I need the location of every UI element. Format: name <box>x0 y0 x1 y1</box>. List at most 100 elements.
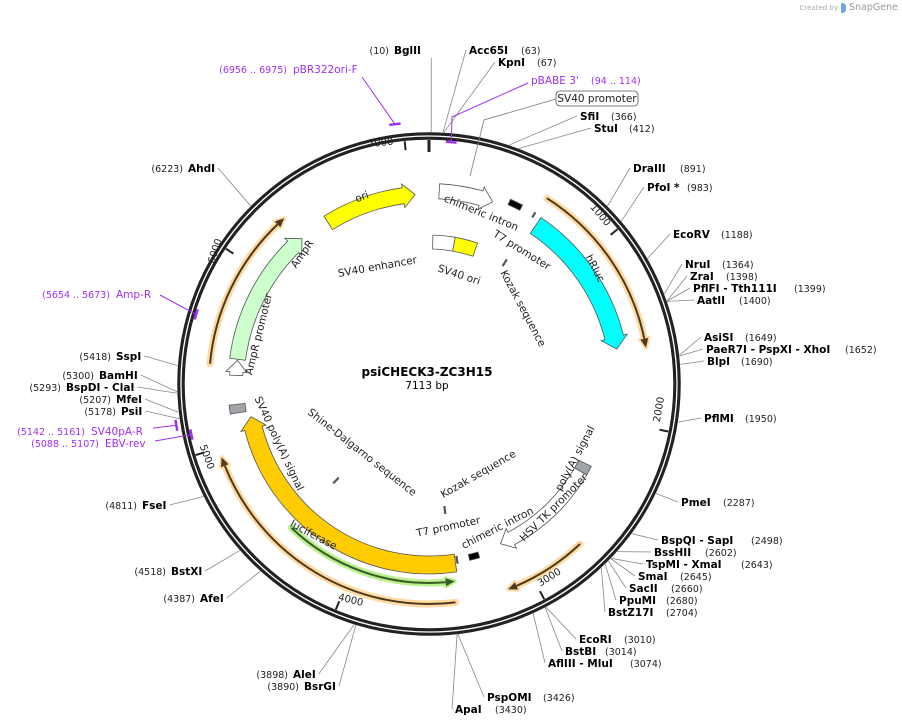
site-bstbi[interactable]: BstBI(3014) <box>544 607 637 658</box>
site-bspqi[interactable]: BspQI - SapI(2498) <box>631 533 783 547</box>
site-sspi[interactable]: SspI(5418) <box>79 351 178 366</box>
feature-marker[interactable] <box>501 258 508 267</box>
feature-luciferase[interactable] <box>239 416 458 575</box>
site-asisi[interactable]: AsiSI(1649) <box>679 332 777 356</box>
tick-mark <box>195 451 205 457</box>
primer-leader <box>159 294 197 315</box>
site-position: (2287) <box>723 498 755 509</box>
site-leader-line <box>205 550 240 572</box>
site-bspdi[interactable]: BspDI - ClaI(5293) <box>29 382 178 394</box>
site-name: AleI <box>293 669 316 681</box>
snapgene-credit: Created by SnapGene <box>800 2 899 13</box>
site-leader-line <box>655 493 679 503</box>
sv40-promoter-callout[interactable]: SV40 promoter <box>469 90 639 177</box>
primer-ebv-rev[interactable]: (5088 .. 5107)EBV-rev <box>31 429 194 450</box>
orf-arc[interactable] <box>223 465 456 605</box>
site-leader-line <box>610 557 644 565</box>
site-blpi[interactable]: BlpI(1690) <box>680 356 773 368</box>
site-sacii[interactable]: SacII(2660) <box>608 560 703 595</box>
site-bglii[interactable]: BglII(10) <box>369 45 432 133</box>
site-nrui[interactable]: NruI (1364) <box>663 259 754 295</box>
site-position: (1364) <box>722 260 754 271</box>
primer-mark <box>193 309 199 320</box>
feature-sv40-enhancer[interactable] <box>432 234 456 252</box>
feature-chimeric-intron[interactable] <box>467 551 481 561</box>
site-name: ZraI <box>690 271 714 283</box>
site-name: BlpI <box>707 356 730 368</box>
site-aatii[interactable]: AatII(1400) <box>667 295 771 307</box>
site-smai[interactable]: SmaI(2645) <box>610 558 712 583</box>
feature-label: Kozak sequence <box>497 268 547 348</box>
feature-sv40-promoter[interactable] <box>438 183 494 210</box>
site-leader-line <box>318 624 355 675</box>
site-leader-line <box>145 410 180 420</box>
feature-marker[interactable] <box>332 476 340 485</box>
site-pflmi[interactable]: PflMI(1950) <box>678 413 777 425</box>
tick-label: 5000 <box>197 443 216 471</box>
site-apai[interactable]: ApaI(3430) <box>451 634 527 716</box>
site-pfoi[interactable]: PfoI *(983) <box>621 182 713 222</box>
site-paer7i[interactable]: PaeR7I - PspXI - XhoI(1652) <box>679 344 877 357</box>
feature-poly-a-signal[interactable] <box>574 459 592 476</box>
site-pmei[interactable]: PmeI(2287) <box>655 493 755 509</box>
site-pspomi[interactable]: PspOMI(3426) <box>457 634 575 704</box>
site-name: PflMI <box>704 413 734 425</box>
feature-marker[interactable] <box>443 505 447 515</box>
site-fsei[interactable]: FseI(4811) <box>105 496 204 512</box>
site-name: BspQI - SapI <box>661 535 733 547</box>
site-position: (1398) <box>726 272 758 283</box>
site-psii[interactable]: PsiI(5178) <box>84 406 180 420</box>
site-bstxi[interactable]: BstXI(4518) <box>134 550 240 578</box>
feature-marker[interactable] <box>455 555 459 564</box>
orf-arc[interactable] <box>546 197 646 339</box>
orf-arc[interactable] <box>516 543 581 587</box>
site-leader-line <box>663 263 683 295</box>
site-pflfi[interactable]: PflFI - Tth111I(1399) <box>666 283 826 302</box>
feature-ampr-promoter[interactable] <box>224 359 248 377</box>
primer-amp-r[interactable]: (5654 .. 5673)Amp-R <box>42 289 199 320</box>
site-zrai[interactable]: ZraI (1398) <box>666 271 758 302</box>
feature-sv40-poly-a-signal[interactable] <box>228 403 247 415</box>
feature-chimeric-intron[interactable] <box>507 198 524 211</box>
site-ecorv[interactable]: EcoRV(1188) <box>647 229 753 259</box>
site-bsshii[interactable]: BssHII(2602) <box>617 547 737 559</box>
site-bstz17i[interactable]: BstZ17I(2704) <box>600 567 698 619</box>
site-tspmi[interactable]: TspMI - XmaI(2643) <box>610 557 773 571</box>
site-draiii[interactable]: DraIII(891) <box>607 163 706 207</box>
primer-pbabe-3[interactable]: (94 .. 114)pBABE 3' <box>445 75 641 144</box>
feature-hsv-tk-promoter[interactable] <box>499 467 588 549</box>
site-acc65i[interactable]: Acc65I(63) <box>442 45 541 133</box>
site-mfei[interactable]: MfeI(5207) <box>79 394 179 413</box>
feature-marker[interactable] <box>531 211 537 218</box>
site-afei[interactable]: AfeI(4387) <box>163 570 261 605</box>
site-leader-line <box>518 127 592 149</box>
site-bamhi[interactable]: BamHI(5300) <box>62 370 178 393</box>
site-name: AatII <box>697 295 725 307</box>
site-name: NruI <box>685 259 710 271</box>
site-stui[interactable]: StuI(412) <box>518 123 655 149</box>
site-ecori[interactable]: EcoRI(3010) <box>545 606 656 646</box>
green-arc[interactable] <box>290 527 446 584</box>
site-afliii[interactable]: AflIII - MluI(3074) <box>532 613 662 670</box>
primer-sv40pa-r[interactable]: (5142 .. 5161)SV40pA-R <box>17 419 179 438</box>
primer-pbr322ori-f[interactable]: (6956 .. 6975)pBR322ori-F <box>219 64 401 127</box>
feature-hrluc[interactable] <box>529 217 629 350</box>
feature-ori[interactable] <box>323 182 416 231</box>
site-kpni[interactable]: KpnI(67) <box>443 57 557 133</box>
site-leader-line <box>443 61 496 133</box>
site-name: PflFI - Tth111I <box>693 283 777 295</box>
feature-sv40-ori[interactable] <box>452 236 479 257</box>
site-alei[interactable]: AleI(3898) <box>256 624 355 681</box>
site-ahdi[interactable]: AhdI(6223) <box>151 163 251 207</box>
feature-ampr[interactable] <box>229 237 303 361</box>
site-ppumi[interactable]: PpuMI(2680) <box>604 564 698 607</box>
orf-arc[interactable] <box>209 223 279 364</box>
site-name: EcoRI <box>579 634 612 646</box>
site-leader-line <box>647 233 671 259</box>
feature-label: SV40 ori <box>436 263 482 288</box>
tick-mark <box>539 590 546 600</box>
site-name: BspDI - ClaI <box>66 382 134 394</box>
site-sfii[interactable]: SfiI(366) <box>508 111 637 146</box>
site-position: (3430) <box>495 705 527 716</box>
site-bsrgi[interactable]: BsrGI(3890) <box>267 625 357 693</box>
